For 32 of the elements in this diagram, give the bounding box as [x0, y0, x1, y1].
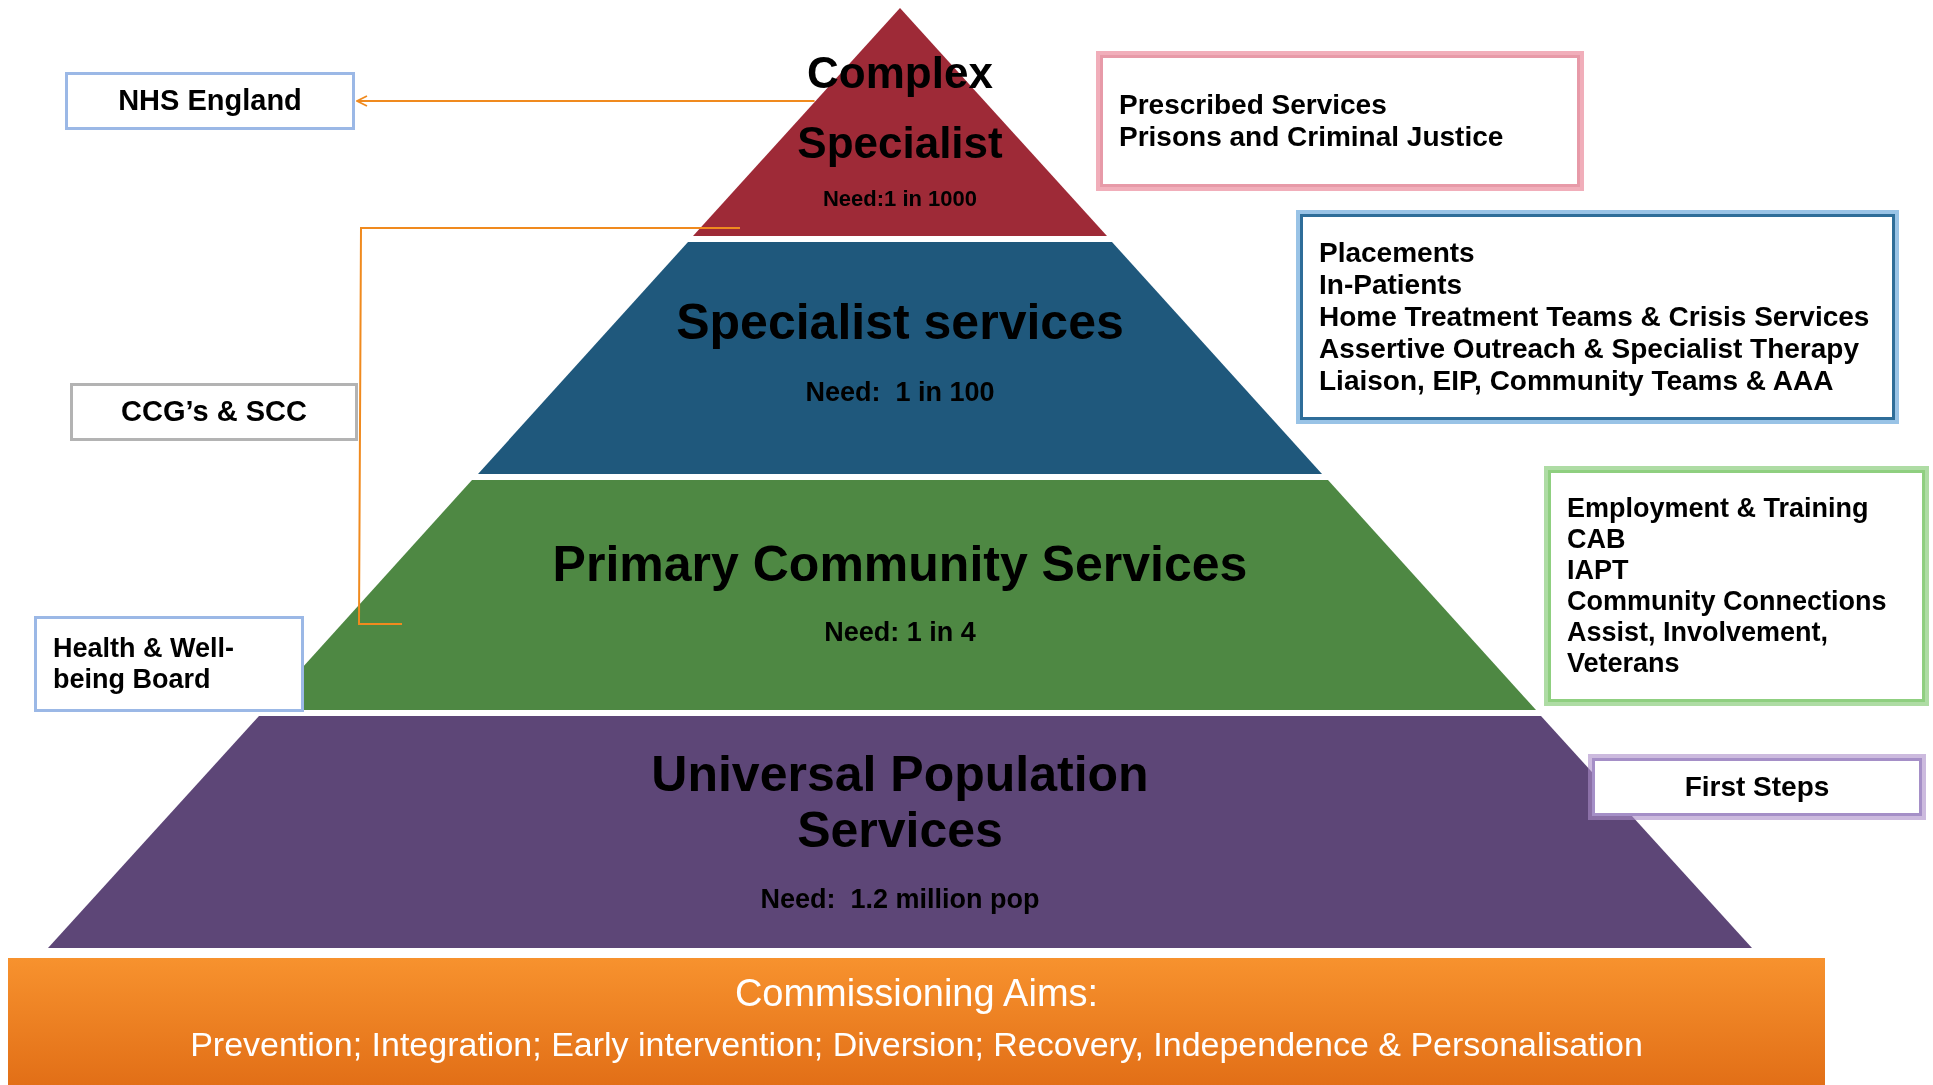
service-item: Liaison, EIP, Community Teams & AAA — [1319, 365, 1835, 398]
service-item: Prescribed Services — [1119, 88, 1388, 121]
box-label: Health & Well-being Board — [53, 632, 236, 696]
service-item: CAB — [1567, 523, 1627, 555]
service-item: Home Treatment Teams & Crisis Services — [1319, 300, 1871, 334]
service-item: Assertive Outreach & Specialist Therapy — [1319, 333, 1860, 366]
aims-banner — [8, 958, 1825, 1085]
service-box — [1100, 55, 1580, 187]
service-box — [34, 616, 304, 712]
box-label: NHS England — [117, 84, 303, 118]
service-item: Assist, Involvement, Veterans — [1567, 617, 1830, 680]
tier-title: Specialist services — [675, 294, 1125, 350]
need-label: Need: 1 in 100 — [805, 377, 995, 408]
need-label: Need: 1 in 4 — [824, 617, 976, 648]
service-item: IAPT — [1567, 554, 1630, 586]
arrow — [356, 95, 816, 107]
service-item: In-Patients — [1319, 268, 1464, 301]
banner-heading: Commissioning Aims: — [733, 972, 1100, 1015]
service-item: Prisons and Criminal Justice — [1119, 121, 1505, 154]
box-label: CCG’s & SCC — [120, 395, 308, 429]
service-item: Placements — [1319, 236, 1476, 269]
box-label: First Steps — [1683, 770, 1831, 804]
need-label: Need:1 in 1000 — [822, 186, 978, 212]
service-box — [70, 383, 358, 441]
service-item: Community Connections — [1567, 586, 1888, 618]
service-item: Employment & Training — [1567, 492, 1870, 524]
need-label: Need: 1.2 million pop — [760, 884, 1040, 915]
tier-title: Universal Population Services — [650, 746, 1150, 858]
service-box — [65, 72, 355, 130]
tier-title: Primary Community Services — [551, 536, 1249, 592]
aims-text: Prevention; Integration; Early intervention; Diversion; Recovery, Independence & Personalisation — [189, 1025, 1644, 1064]
service-box — [1592, 758, 1922, 816]
